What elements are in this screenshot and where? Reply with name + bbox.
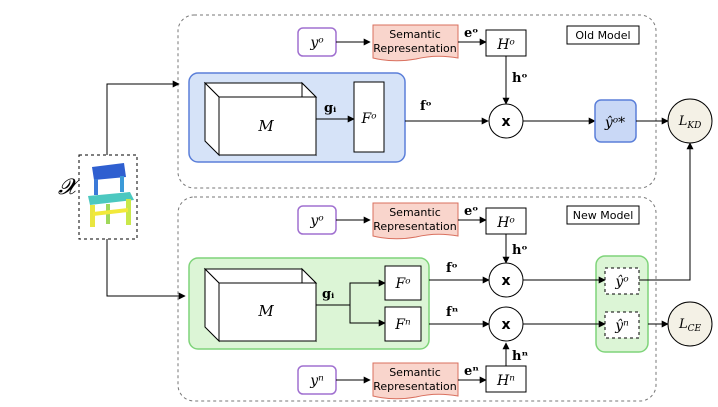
g-i-label-old: gᵢ bbox=[324, 101, 336, 116]
y-old-label-mid: yᵒ bbox=[309, 213, 323, 229]
loss-kd-label: LKD bbox=[678, 114, 702, 131]
semantic-rep-old-mid bbox=[372, 202, 459, 240]
h-new-label: hⁿ bbox=[512, 349, 528, 364]
semantic-rep-old-top-line1: Semantic bbox=[389, 28, 441, 41]
semantic-rep-new-line2: Representation bbox=[373, 380, 457, 393]
yhat-new-box bbox=[604, 311, 640, 339]
loss-ce-label: LCE bbox=[678, 317, 702, 334]
F-old-label-new: Fᵒ bbox=[394, 276, 410, 292]
new-model-label-box bbox=[566, 205, 640, 225]
input-to-new-arrow bbox=[106, 239, 186, 300]
h-old-label-mid: hᵒ bbox=[512, 243, 528, 258]
old-model-panel bbox=[177, 14, 657, 189]
F-new-label: Fⁿ bbox=[394, 317, 411, 333]
h-old-label-top: hᵒ bbox=[512, 71, 528, 86]
H-old-box-mid bbox=[485, 207, 527, 235]
H-old-box-top bbox=[485, 29, 527, 57]
cube-M-new bbox=[203, 267, 318, 343]
y-old-label-top: yᵒ bbox=[309, 35, 323, 51]
input-to-old-arrow bbox=[106, 80, 180, 155]
F-old-box bbox=[353, 81, 385, 153]
H-new-label: Hⁿ bbox=[496, 373, 515, 389]
semantic-rep-old-top-line2: Representation bbox=[373, 42, 457, 55]
old-model-label-box bbox=[566, 25, 640, 45]
semantic-rep-old-mid-line2: Representation bbox=[373, 220, 457, 233]
H-new-box bbox=[485, 365, 527, 393]
semantic-rep-new bbox=[372, 362, 459, 400]
yhat-old-star-label: ŷᵒ* bbox=[604, 114, 625, 131]
e-old-label-mid: eᵒ bbox=[464, 204, 478, 219]
H-old-label-top: Hᵒ bbox=[496, 37, 515, 53]
yhat-old-box bbox=[604, 267, 640, 295]
yhat-old-to-lkd-arrow bbox=[639, 142, 694, 281]
mult-label-old: x bbox=[501, 114, 510, 130]
g-i-label-new: gᵢ bbox=[322, 287, 334, 302]
semantic-rep-old-mid-line1: Semantic bbox=[389, 206, 441, 219]
loss-ce-node bbox=[667, 301, 713, 347]
yhat-old-label: ŷᵒ bbox=[614, 273, 628, 290]
cube-M-old bbox=[203, 81, 318, 157]
e-old-label-top: eᵒ bbox=[464, 26, 478, 41]
new-model-label: New Model bbox=[573, 209, 634, 222]
semantic-rep-old-top bbox=[372, 24, 459, 62]
split-to-F-old-arrow bbox=[349, 279, 386, 305]
f-new-label: fⁿ bbox=[446, 305, 459, 320]
split-to-F-new-arrow bbox=[349, 305, 386, 327]
y-new-label: yⁿ bbox=[309, 373, 324, 389]
F-new-box bbox=[384, 306, 422, 342]
e-new-label: eⁿ bbox=[464, 364, 479, 379]
M-label-new: M bbox=[257, 302, 274, 320]
f-old-label-mid: fᵒ bbox=[446, 261, 458, 276]
chair-icon bbox=[88, 163, 134, 227]
f-old-label-top: fᵒ bbox=[420, 99, 432, 114]
F-old-label: Fᵒ bbox=[360, 111, 376, 127]
F-old-box-new bbox=[384, 265, 422, 301]
semantic-rep-new-line1: Semantic bbox=[389, 366, 441, 379]
yhat-new-label: ŷⁿ bbox=[614, 317, 629, 334]
H-old-label-mid: Hᵒ bbox=[496, 215, 515, 231]
old-model-label: Old Model bbox=[575, 29, 630, 42]
mult-label-mid: x bbox=[501, 273, 510, 289]
M-label-old: M bbox=[257, 117, 274, 135]
mult-label-new: x bbox=[501, 317, 510, 333]
new-model-panel bbox=[177, 196, 657, 402]
